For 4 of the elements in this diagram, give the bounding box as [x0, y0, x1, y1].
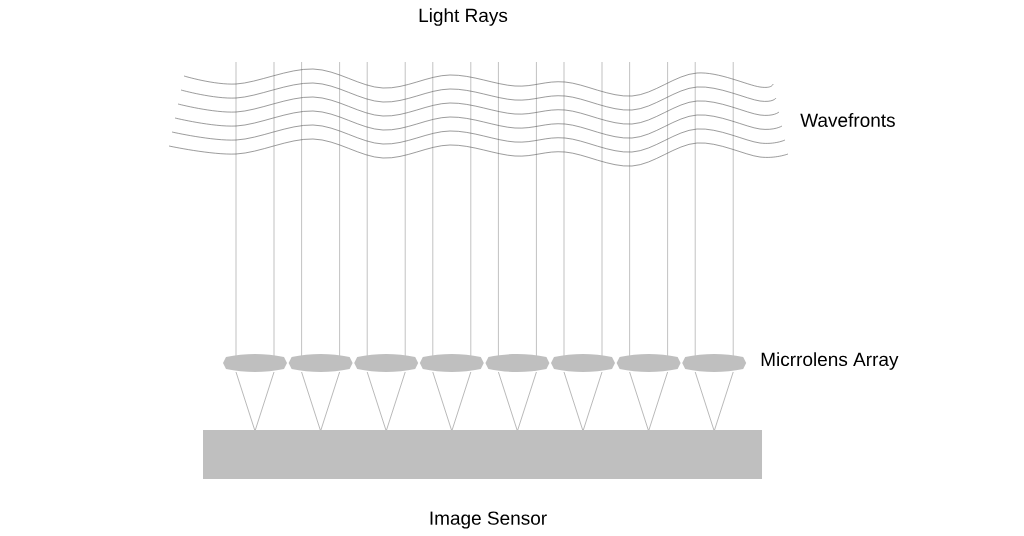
- text-label: Image Sensor: [430, 511, 547, 529]
- text-label: Micrrolens Array: [761, 352, 899, 370]
- text-label: Light Rays: [419, 8, 508, 26]
- text-label: Wavefronts: [800, 113, 895, 127]
